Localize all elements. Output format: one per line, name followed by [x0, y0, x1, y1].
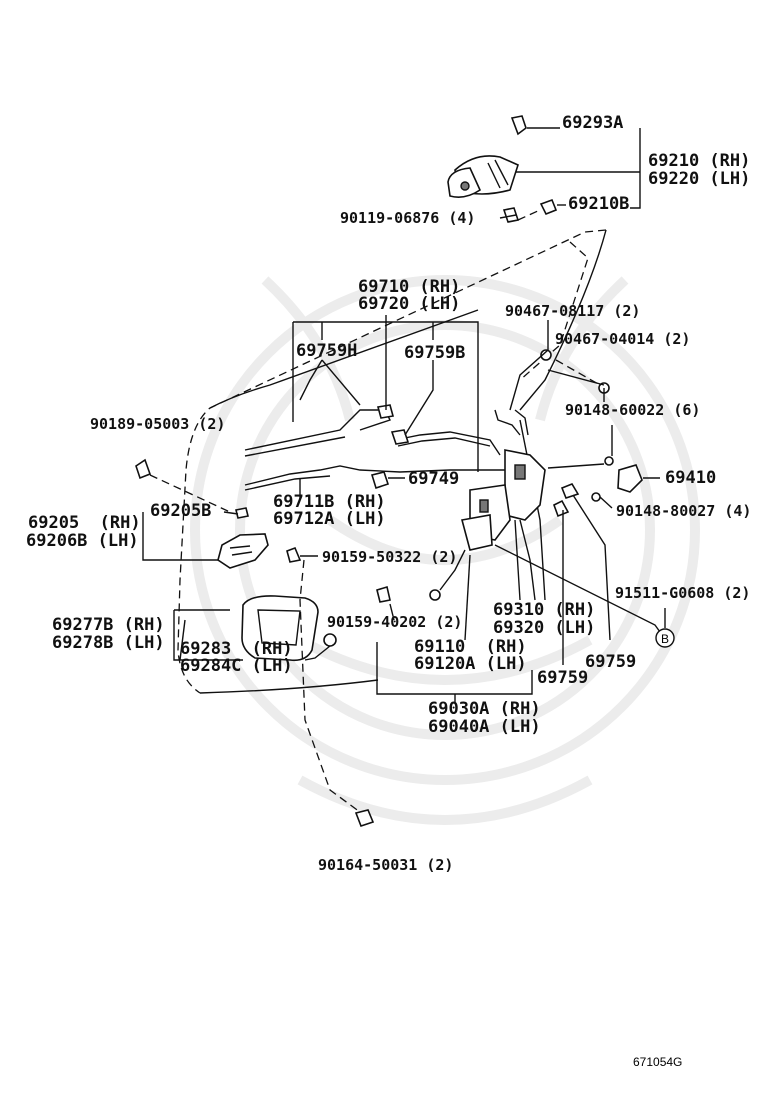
label-90148-60022: 90148-60022 (6)	[565, 401, 700, 419]
label-69759h: 69759H	[296, 341, 357, 361]
label-69110-rh: 69110 (RH)	[414, 637, 527, 657]
label-69293a: 69293A	[562, 113, 623, 133]
label-69759-mid: 69759	[537, 668, 588, 688]
label-90159-50322: 90159-50322 (2)	[322, 548, 457, 566]
label-69206b-lh: 69206B (LH)	[26, 531, 139, 551]
label-69720-lh: 69720 (LH)	[358, 294, 460, 314]
label-69205b: 69205B	[150, 501, 211, 521]
label-69749: 69749	[408, 469, 459, 489]
door-outline	[177, 229, 607, 694]
label-69205-rh: 69205 (RH)	[28, 513, 141, 533]
door-lock-assembly	[429, 449, 546, 601]
label-91511-g0608: 91511-G0608 (2)	[615, 584, 750, 602]
label-69320-lh: 69320 (LH)	[493, 618, 595, 638]
label-69120a-lh: 69120A (LH)	[414, 654, 527, 674]
diagram-code: 671054G	[633, 1055, 682, 1069]
reference-b-text: B	[661, 632, 669, 646]
label-90119-06876: 90119-06876 (4)	[340, 209, 475, 227]
label-69278b-lh: 69278B (LH)	[52, 633, 165, 653]
label-69759-right: 69759	[585, 652, 636, 672]
label-69284c-lh: 69284C (LH)	[180, 656, 293, 676]
part-labels: 69293A 69210 (RH) 69220 (LH) 69210B 9011…	[26, 113, 751, 1069]
label-69283-rh: 69283 (RH)	[180, 639, 293, 659]
outside-handle-part	[447, 115, 558, 223]
leader-lines	[142, 127, 666, 813]
label-69310-rh: 69310 (RH)	[493, 600, 595, 620]
label-69759b: 69759B	[404, 343, 465, 363]
label-69711b-rh: 69711B (RH)	[273, 492, 386, 512]
label-90159-40202: 90159-40202 (2)	[327, 613, 462, 631]
label-69210b: 69210B	[568, 194, 629, 214]
label-69210-rh: 69210 (RH)	[648, 151, 750, 171]
label-69710-rh: 69710 (RH)	[358, 277, 460, 297]
label-90148-80027: 90148-80027 (4)	[616, 502, 751, 520]
label-90189-05003: 90189-05003 (2)	[90, 415, 225, 433]
label-69410: 69410	[665, 468, 716, 488]
label-69712a-lh: 69712A (LH)	[273, 509, 386, 529]
label-69220-lh: 69220 (LH)	[648, 169, 750, 189]
handle-bezel-part	[241, 595, 319, 662]
label-69277b-rh: 69277B (RH)	[52, 615, 165, 635]
label-69030a-rh: 69030A (RH)	[428, 699, 541, 719]
rods	[244, 409, 529, 491]
label-90164-50031: 90164-50031 (2)	[318, 856, 453, 874]
watermark-emblem	[190, 275, 700, 825]
reference-b-marker: B	[655, 628, 675, 648]
label-69040a-lh: 69040A (LH)	[428, 717, 541, 737]
small-parts	[135, 349, 643, 828]
label-90467-08117: 90467-08117 (2)	[505, 302, 640, 320]
inside-handle-part	[217, 533, 269, 569]
label-90467-04014: 90467-04014 (2)	[555, 330, 690, 348]
